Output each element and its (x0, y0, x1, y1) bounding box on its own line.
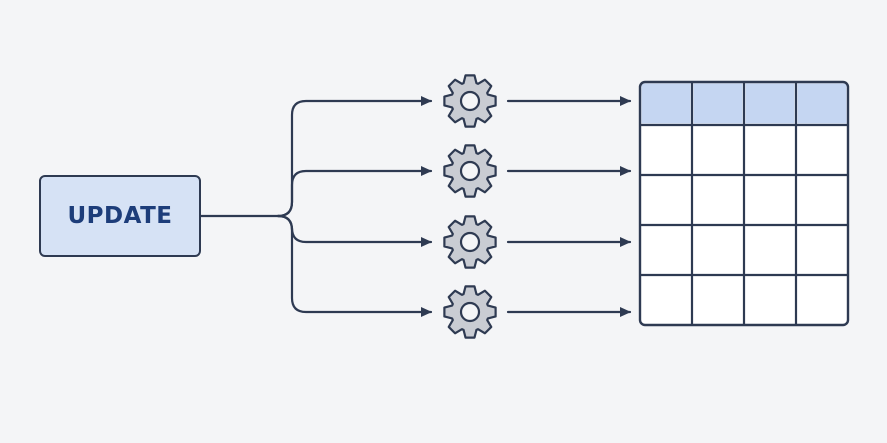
table-border (638, 80, 850, 327)
gear-icon (443, 74, 497, 128)
branch-arrow (276, 214, 433, 317)
branch-arrow (276, 96, 433, 218)
table-icon (638, 80, 850, 327)
table-arrows (506, 96, 632, 317)
table-header-cell (693, 83, 743, 124)
gear-group (443, 74, 497, 339)
fork-connectors (199, 96, 433, 317)
table-header-cell (745, 83, 795, 124)
table-header-cell (797, 83, 847, 124)
gear-icon (443, 215, 497, 269)
table-header-cell (641, 83, 691, 124)
gear-icon (443, 285, 497, 339)
update-label: UPDATE (67, 203, 173, 229)
gear-icon (443, 144, 497, 198)
branch-arrow (276, 214, 433, 247)
update-node: UPDATE (39, 175, 201, 257)
branch-arrow (276, 166, 433, 218)
